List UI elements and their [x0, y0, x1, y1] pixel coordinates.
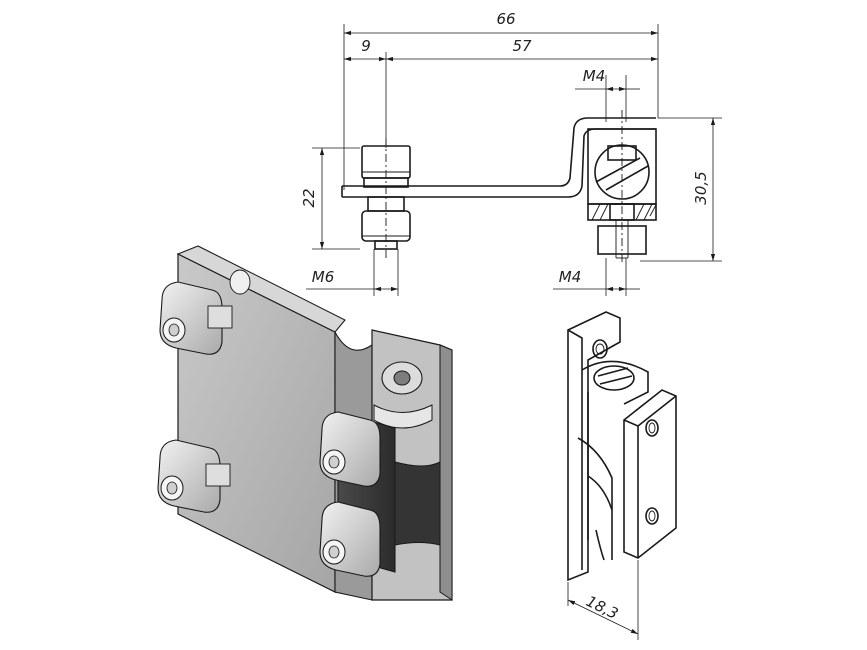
dim-thread-left: M6 [312, 268, 335, 286]
dim-depth: 18,3 [583, 592, 621, 623]
side-view: 66 9 57 M4 22 30,5 M6 M4 [300, 10, 722, 296]
t-nut-upper-right [319, 411, 381, 487]
dim-thread-top: M4 [583, 67, 606, 85]
section-hatch [591, 203, 657, 221]
t-nut-lower-right [319, 501, 381, 577]
dim-thread-bottom: M4 [559, 268, 582, 286]
t-nut-upper-left [159, 269, 251, 355]
dim-offset-left: 9 [361, 37, 371, 55]
dim-offset-right: 57 [512, 37, 532, 55]
dim-height-left: 22 [300, 188, 318, 207]
assembly-3d-view [157, 245, 453, 601]
hinge-isometric-line-view: 18,3 [567, 311, 677, 640]
dim-height-right: 30,5 [692, 171, 710, 204]
t-nut-lower-left [157, 439, 231, 513]
dim-overall-width: 66 [496, 10, 515, 28]
